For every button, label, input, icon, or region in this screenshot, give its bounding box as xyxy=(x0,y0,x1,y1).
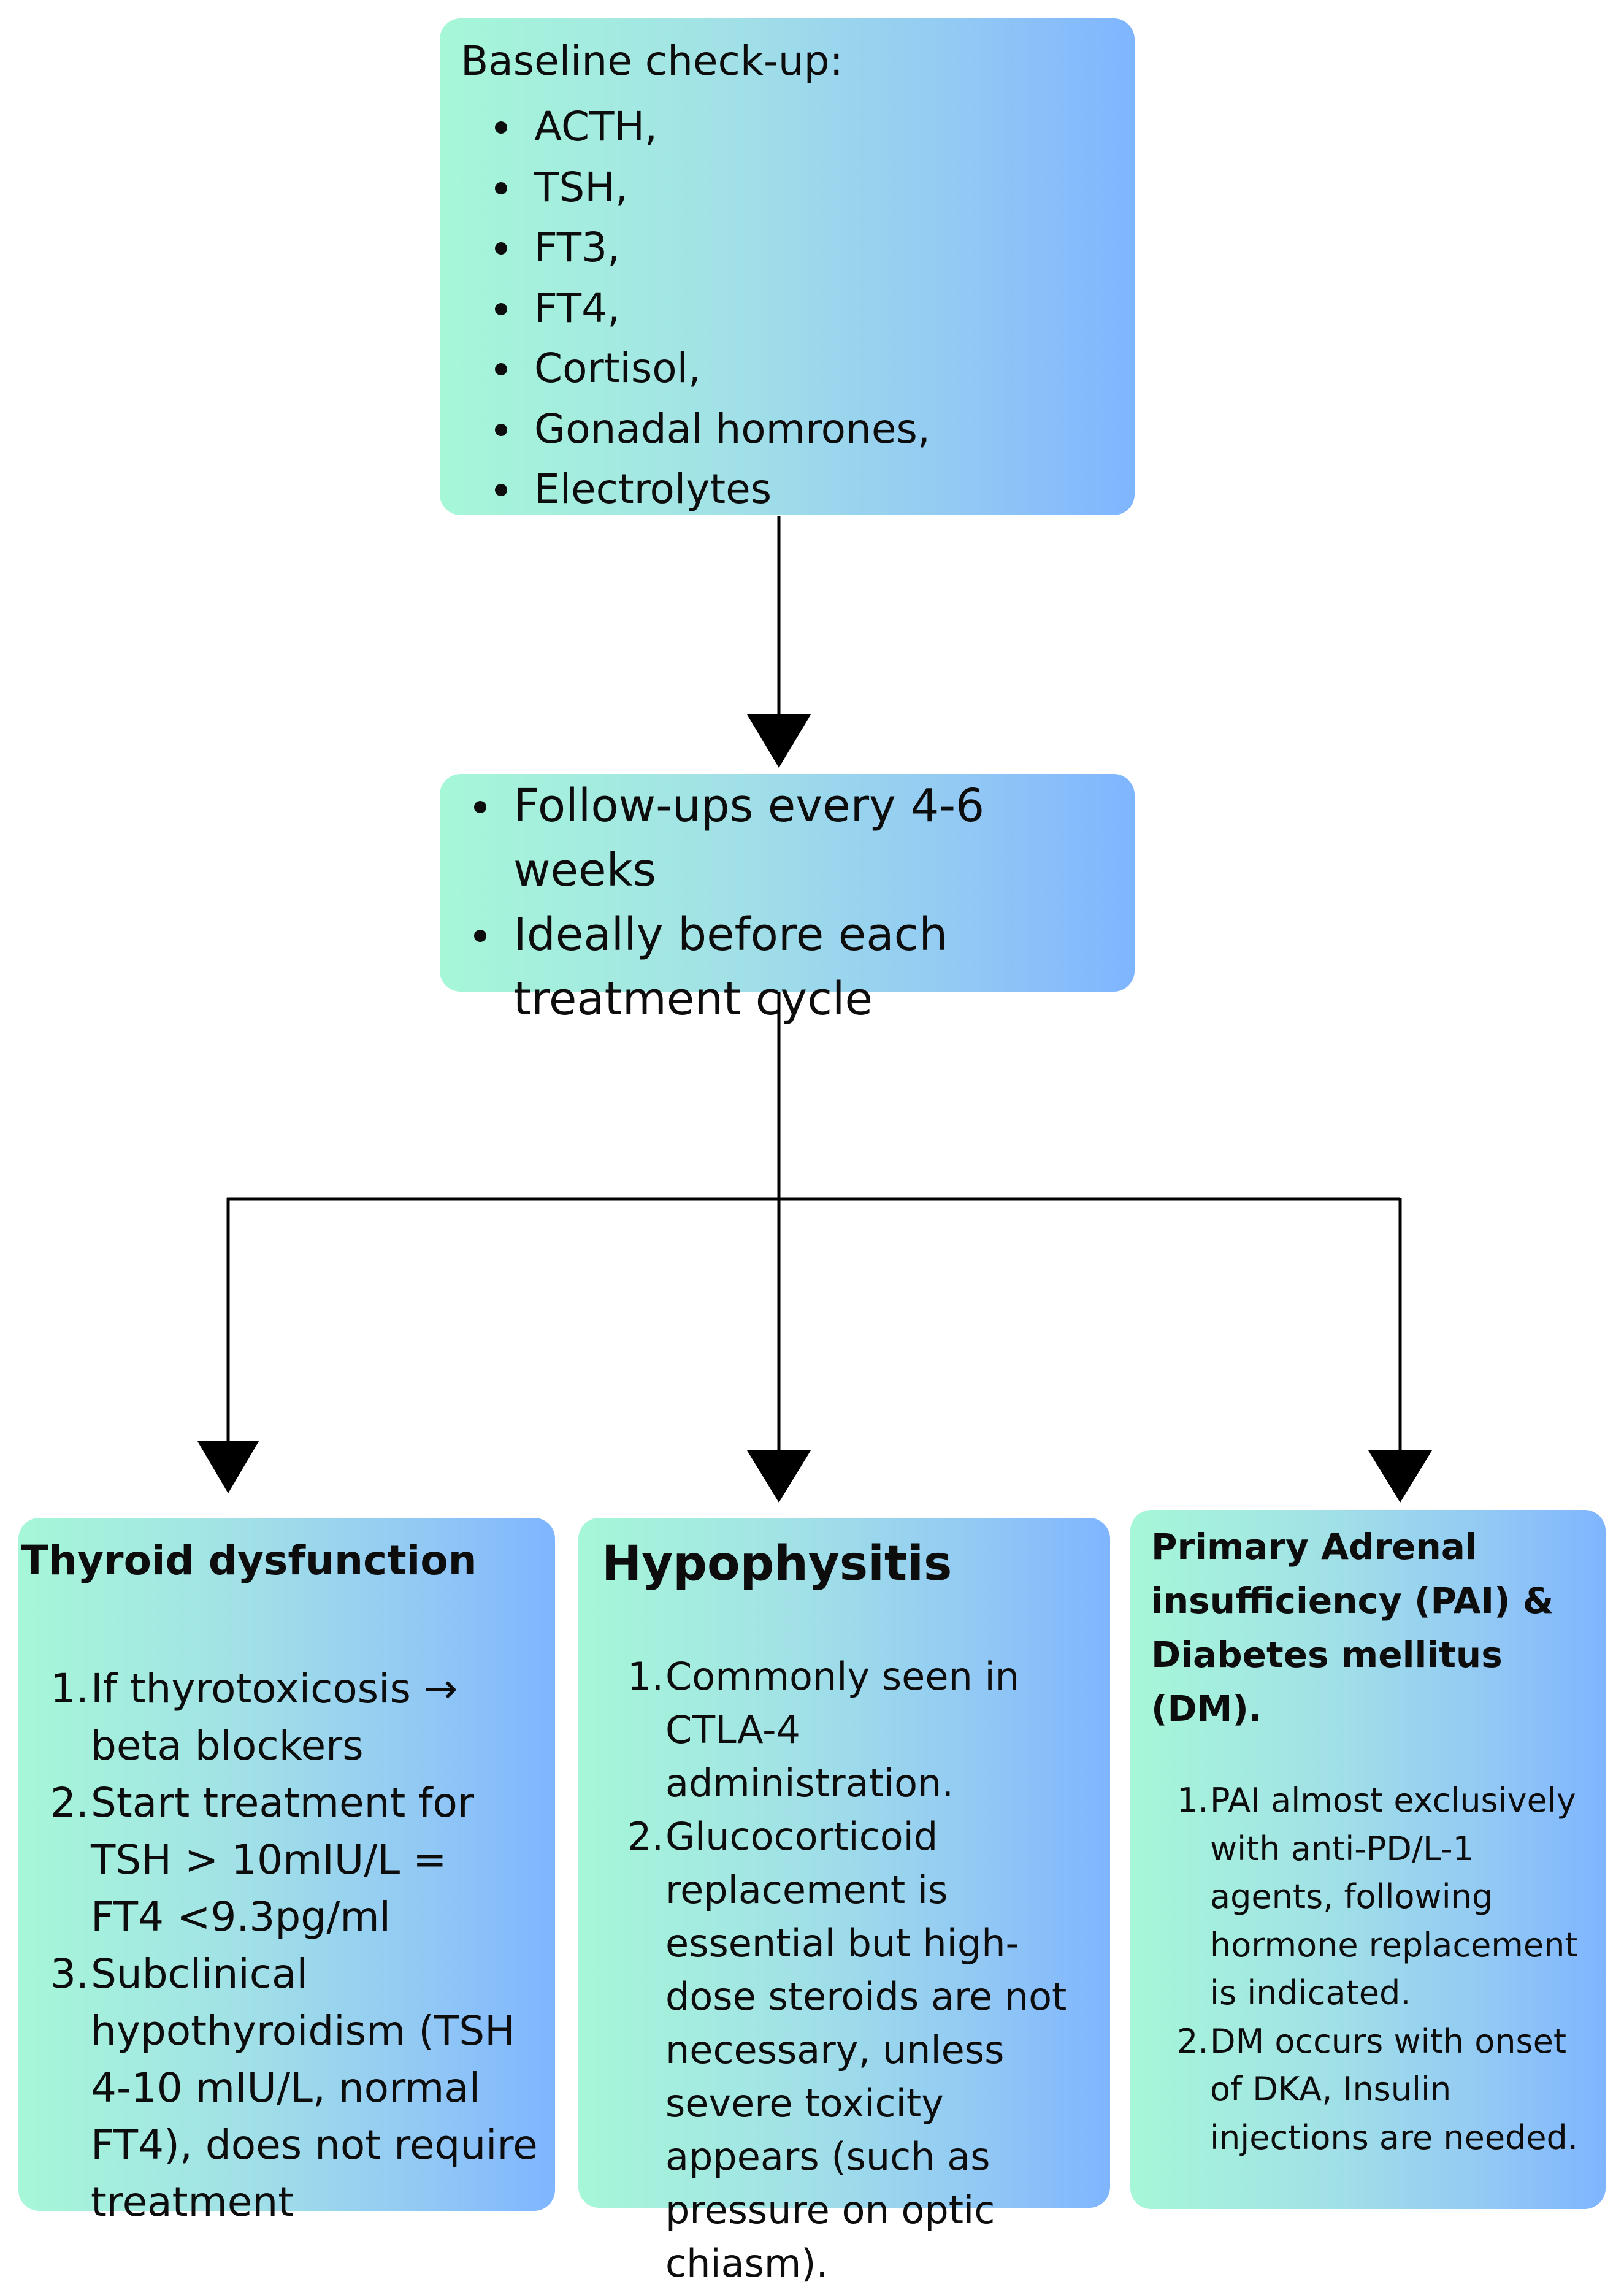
pai-dm-item: 2. DM occurs with onset of DKA, Insulin … xyxy=(1177,2018,1600,2162)
thyroid-dysfunction-box: Thyroid dysfunction 1. If thyrotoxicosis… xyxy=(18,1518,555,2226)
list-number: 1. xyxy=(1177,1781,1209,1820)
followup-box: Follow-ups every 4-6 weeks Ideally befor… xyxy=(440,774,1135,1025)
hypophysitis-box: Hypophysitis 1. Commonly seen in CTLA-4 … xyxy=(578,1518,1110,2286)
followup-item: Ideally before each treatment cycle xyxy=(474,903,979,1032)
baseline-item: Cortisol, xyxy=(495,339,930,399)
thyroid-item: 3. Subclinical hypothyroidism (TSH 4-10 … xyxy=(50,1945,553,2231)
list-number: 3. xyxy=(50,1950,89,1997)
pai-dm-item-text: PAI almost exclusively with anti-PD/L-1 … xyxy=(1210,1781,1578,2012)
hypophysitis-list: 1. Commonly seen in CTLA-4 administratio… xyxy=(627,1650,1106,2290)
list-number: 2. xyxy=(627,1814,664,1859)
thyroid-item: 2. Start treatment for TSH > 10mIU/L = F… xyxy=(50,1774,553,1945)
baseline-item: Electrolytes xyxy=(495,459,930,520)
baseline-title: Baseline check-up: xyxy=(461,37,843,85)
list-number: 2. xyxy=(50,1779,89,1826)
baseline-checkup-box: Baseline check-up: ACTH, TSH, FT3, FT4, … xyxy=(440,18,1135,515)
thyroid-heading: Thyroid dysfunction xyxy=(21,1537,477,1584)
arrowhead-thyroid xyxy=(197,1441,259,1493)
thyroid-item-text: If thyrotoxicosis → beta blockers xyxy=(91,1665,458,1769)
baseline-item: TSH, xyxy=(495,158,930,218)
pai-dm-heading: Primary Adrenal insufficiency (PAI) & Di… xyxy=(1151,1526,1554,1729)
arrowhead-followup xyxy=(747,714,811,768)
baseline-item: FT4, xyxy=(495,278,930,339)
hypophysitis-item: 2. Glucocorticoid replacement is essenti… xyxy=(627,1810,1106,2290)
flow-connectors xyxy=(197,516,1432,1503)
thyroid-list: 1. If thyrotoxicosis → beta blockers 2. … xyxy=(50,1660,553,2231)
thyroid-item-text: Subclinical hypothyroidism (TSH 4-10 mIU… xyxy=(91,1950,538,2226)
pai-dm-item: 1. PAI almost exclusively with anti-PD/L… xyxy=(1177,1777,1600,2018)
baseline-list: ACTH, TSH, FT3, FT4, Cortisol, Gonadal h… xyxy=(495,97,930,520)
hypophysitis-item: 1. Commonly seen in CTLA-4 administratio… xyxy=(627,1650,1106,1810)
list-number: 1. xyxy=(627,1654,664,1699)
list-number: 2. xyxy=(1177,2021,1209,2061)
pai-dm-list: 1. PAI almost exclusively with anti-PD/L… xyxy=(1177,1777,1600,2162)
baseline-item: FT3, xyxy=(495,218,930,278)
hypophysitis-item-text: Glucocorticoid replacement is essential … xyxy=(665,1814,1067,2286)
followup-list: Follow-ups every 4-6 weeks Ideally befor… xyxy=(474,774,1135,1032)
pai-dm-item-text: DM occurs with onset of DKA, Insulin inj… xyxy=(1210,2021,1578,2157)
thyroid-item-text: Start treatment for TSH > 10mIU/L = FT4 … xyxy=(91,1779,475,1940)
arrowhead-pai-dm xyxy=(1368,1450,1432,1503)
baseline-item: ACTH, xyxy=(495,97,930,158)
hypophysitis-item-text: Commonly seen in CTLA-4 administration. xyxy=(665,1654,1019,1806)
pai-dm-box: Primary Adrenal insufficiency (PAI) & Di… xyxy=(1130,1510,1606,2209)
arrowhead-hypophysitis xyxy=(747,1450,811,1503)
thyroid-item: 1. If thyrotoxicosis → beta blockers xyxy=(50,1660,553,1774)
baseline-item: Gonadal homrones, xyxy=(495,399,930,460)
hypophysitis-heading: Hypophysitis xyxy=(602,1536,952,1591)
followup-item: Follow-ups every 4-6 weeks xyxy=(474,774,1135,903)
list-number: 1. xyxy=(50,1665,89,1712)
